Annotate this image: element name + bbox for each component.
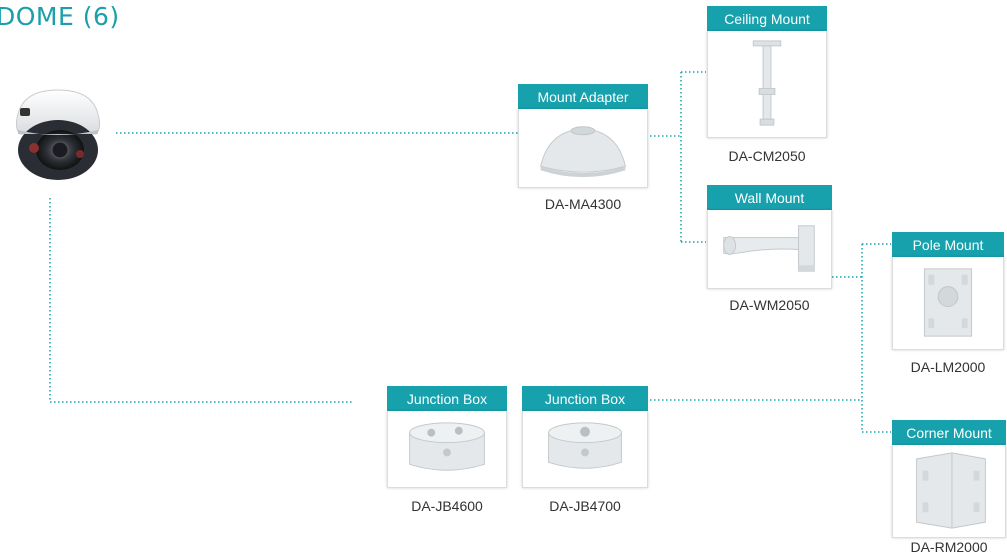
wall-mount-label: Wall Mount — [707, 185, 832, 210]
wall-mount-image — [707, 210, 832, 289]
ceiling-mount-label: Ceiling Mount — [707, 6, 827, 31]
pole-mount-image — [892, 257, 1004, 350]
ceiling-mount-image — [707, 31, 827, 138]
junction-box-1-label: Junction Box — [387, 386, 507, 411]
page-title: DOME (6) — [0, 2, 120, 31]
mount-adapter-image — [518, 109, 648, 188]
mount-adapter-label: Mount Adapter — [518, 84, 648, 109]
junction-box-2-label: Junction Box — [522, 386, 648, 411]
junction-box-1-image — [387, 411, 507, 488]
wall-mount-card[interactable]: Wall Mount — [707, 185, 832, 289]
junction-box-2-image — [522, 411, 648, 488]
wall-mount-model: DA-WM2050 — [729, 297, 810, 313]
pole-mount-card[interactable]: Pole Mount — [892, 232, 1004, 350]
junction-box-2-model: DA-JB4700 — [549, 498, 621, 514]
junction-box-1-card[interactable]: Junction Box — [387, 386, 507, 488]
connector-camera-junction — [49, 198, 354, 403]
dome-camera-image — [10, 80, 106, 188]
pole-mount-label: Pole Mount — [892, 232, 1004, 257]
mount-adapter-model: DA-MA4300 — [544, 196, 622, 212]
mount-adapter-card[interactable]: Mount Adapter — [518, 84, 648, 188]
corner-mount-image — [892, 445, 1006, 538]
pole-mount-model: DA-LM2000 — [910, 359, 986, 375]
ceiling-mount-model: DA-CM2050 — [728, 148, 806, 164]
connector-wall-branch — [832, 243, 891, 433]
connector-adapter-branch — [650, 71, 706, 243]
junction-box-1-model: DA-JB4600 — [411, 498, 483, 514]
ceiling-mount-card[interactable]: Ceiling Mount — [707, 6, 827, 138]
corner-mount-model: DA-RM2000 — [910, 539, 988, 555]
junction-box-2-card[interactable]: Junction Box — [522, 386, 648, 488]
corner-mount-card[interactable]: Corner Mount — [892, 420, 1006, 538]
corner-mount-label: Corner Mount — [892, 420, 1006, 445]
